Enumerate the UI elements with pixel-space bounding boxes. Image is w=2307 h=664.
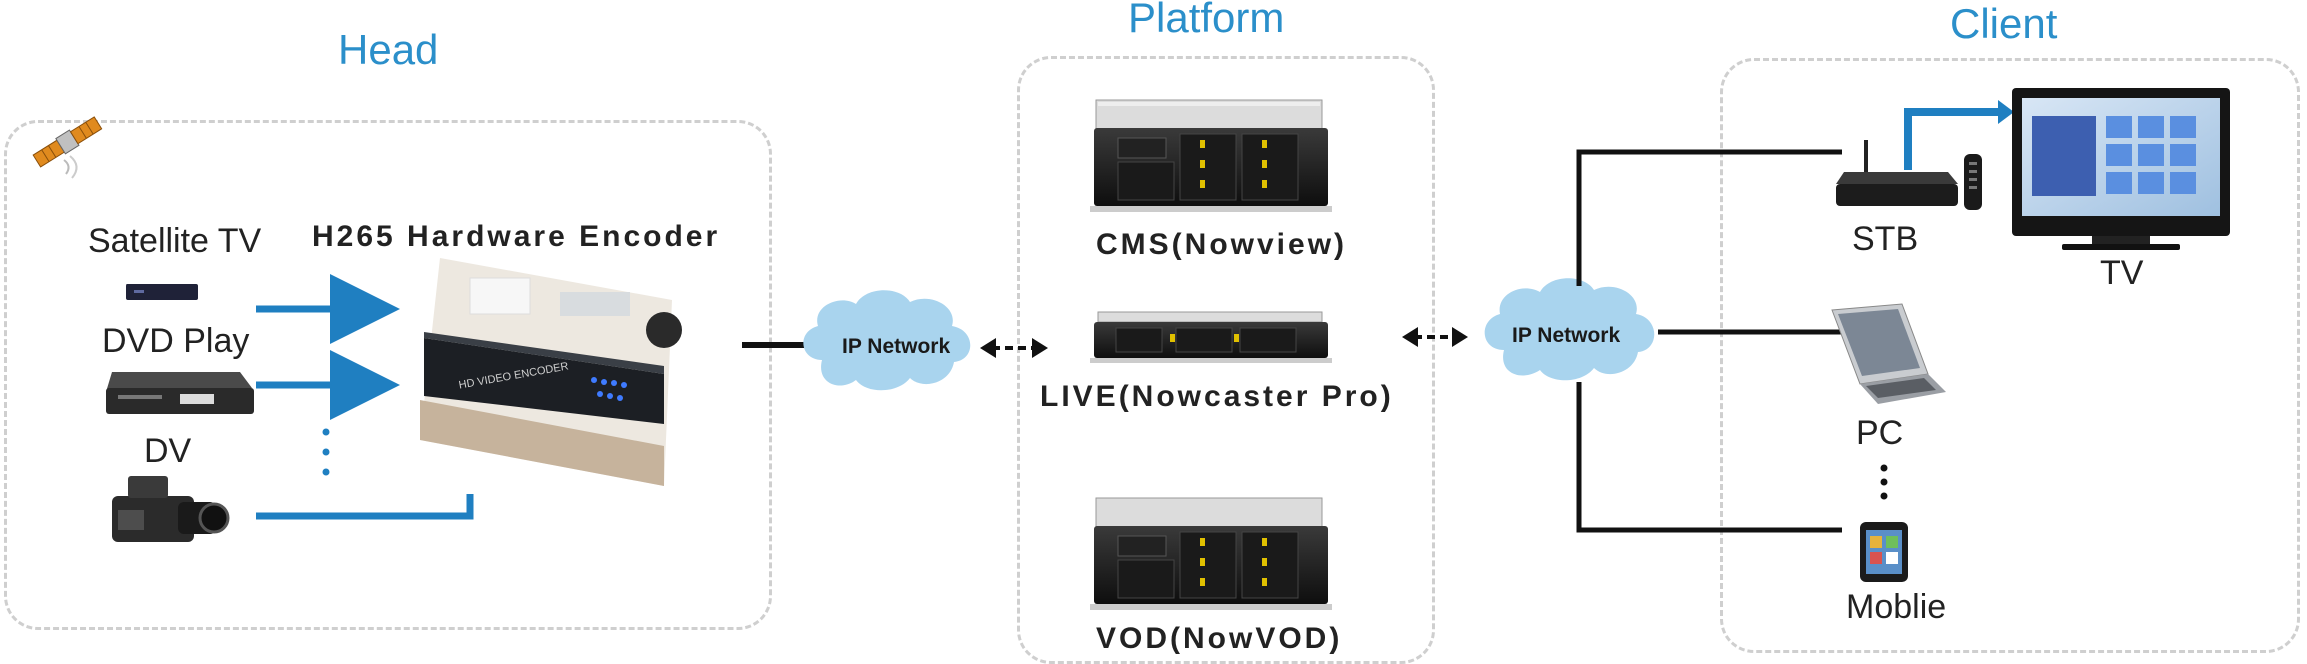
ip-network-label-left: IP Network — [842, 335, 951, 358]
server-label-cms-name: CMS — [1096, 228, 1172, 261]
server-label-vod-name: VOD — [1096, 622, 1171, 655]
client-label-tv: TV — [2100, 254, 2144, 292]
camcorder-icon — [112, 476, 230, 542]
encoder-title: H265 Hardware Encoder — [312, 220, 721, 253]
source-label-dv: DV — [144, 432, 192, 470]
mobile-tablet-icon — [1860, 522, 1908, 582]
server-label-vod-product: (NowVOD) — [1170, 622, 1343, 655]
source-label-dvd-play: DVD Play — [102, 322, 250, 360]
source-label-satellite-tv: Satellite TV — [88, 222, 262, 260]
section-title-platform: Platform — [1128, 0, 1285, 41]
client-label-stb: STB — [1852, 220, 1919, 258]
ip-network-cloud-left — [803, 290, 971, 391]
dvd-player-icon — [106, 372, 254, 414]
ip-network-cloud-right — [1484, 278, 1655, 381]
client-label-pc: PC — [1856, 414, 1904, 452]
ellipsis-dots-head — [322, 428, 330, 476]
server-label-cms-product: (Nowview) — [1171, 228, 1348, 261]
client-group-box — [1720, 58, 2300, 653]
server-label-cms: CMS(Nowview) — [1096, 228, 1347, 262]
tv-icon — [2012, 88, 2230, 250]
client-connection-lines — [1576, 149, 1842, 533]
server-cms-icon — [1090, 99, 1332, 212]
satellite-icon — [32, 116, 103, 179]
server-label-live-product: (Nowcaster Pro) — [1118, 380, 1394, 413]
set-top-box-icon — [1836, 140, 1982, 210]
head-group-box — [4, 120, 772, 630]
client-label-mobile: Moblie — [1846, 588, 1947, 626]
ellipsis-dots-client — [1880, 464, 1888, 500]
arrow-stb-to-tv — [1904, 108, 2004, 170]
laptop-icon — [1831, 303, 1946, 404]
server-live-icon — [1090, 311, 1332, 363]
line-dv-to-encoder — [256, 494, 474, 520]
server-label-live-name: LIVE — [1040, 380, 1119, 413]
server-vod-icon — [1090, 497, 1332, 610]
ip-network-label-right: IP Network — [1512, 324, 1621, 347]
section-title-head: Head — [338, 26, 439, 73]
section-title-client: Client — [1950, 0, 2058, 47]
server-label-vod: VOD(NowVOD) — [1096, 622, 1342, 656]
double-arrow-right — [1402, 327, 1468, 347]
satellite-receiver-icon — [126, 284, 198, 300]
server-label-live: LIVE(Nowcaster Pro) — [1040, 380, 1394, 414]
double-arrow-left — [980, 338, 1048, 358]
encoder-photo — [420, 258, 682, 486]
